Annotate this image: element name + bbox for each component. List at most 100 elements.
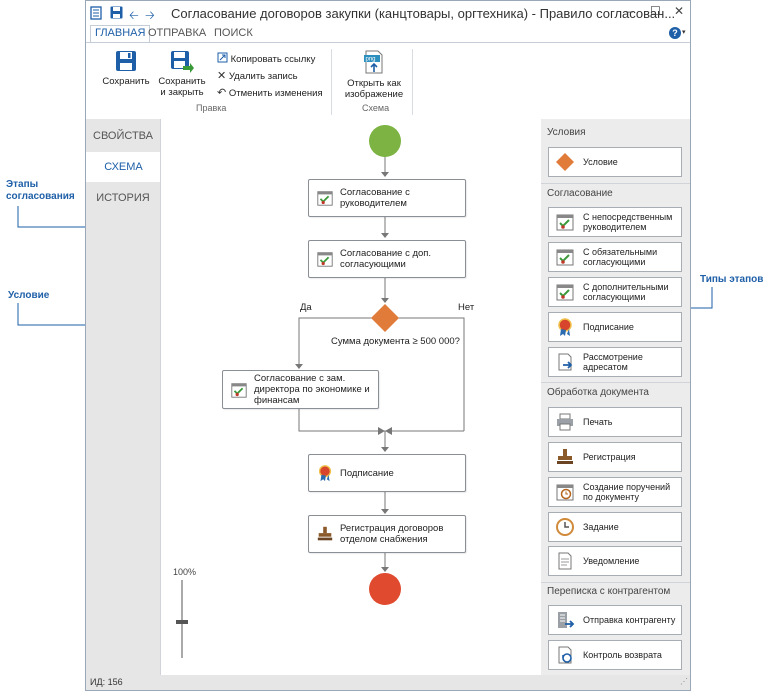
delete-record-button[interactable]: ✕ Удалить запись (217, 69, 298, 82)
stage-label: Согласование с доп. согласующими (340, 248, 432, 270)
palette-item-registration[interactable]: Регистрация (548, 442, 682, 472)
nav-history[interactable]: ИСТОРИЯ (96, 192, 150, 204)
ribbon-tabs: ГЛАВНАЯ ОТПРАВКА ПОИСК ? ▾ (86, 25, 690, 43)
palette-item-label: С обязательными согласующими (583, 247, 658, 267)
ribbon-separator (331, 49, 332, 115)
zoom-level-label: 100% (173, 567, 197, 577)
save-icon (116, 51, 136, 71)
palette-item-label: С дополнительными согласующими (583, 282, 669, 302)
palette-divider (541, 183, 690, 184)
minimize-button[interactable]: – (626, 4, 633, 18)
delete-record-label: Удалить запись (228, 71, 298, 82)
record-id: ИД: 156 (90, 677, 123, 687)
start-node[interactable] (369, 125, 401, 157)
palette-divider (541, 582, 690, 583)
palette-item-create-tasks[interactable]: Создание поручений по документу (548, 477, 682, 507)
calendar-approval-icon (556, 249, 574, 266)
nav-schema[interactable]: СХЕМА (86, 152, 161, 182)
palette-item-label: Условие (583, 157, 618, 167)
palette-item-label: С непосредственным руководителем (583, 212, 673, 232)
tab-search[interactable]: ПОИСК (214, 27, 253, 39)
calendar-approval-icon (556, 284, 574, 301)
annotation-condition: Условие (8, 290, 50, 301)
close-button[interactable]: ✕ (674, 4, 685, 18)
stage-label: Подписание (340, 467, 394, 479)
palette-section-processing: Обработка документа (547, 387, 649, 398)
palette-item-return-control[interactable]: Контроль возврата (548, 640, 682, 670)
annotation-stages: Этапы согласования (6, 179, 75, 203)
zoom-slider-handle[interactable] (176, 620, 188, 624)
seal-ribbon-icon (318, 465, 332, 482)
stage-registration[interactable]: Регистрация договоров отделом снабжения (308, 515, 466, 553)
seal-ribbon-icon (558, 318, 572, 336)
palette-section-conditions: Условия (547, 127, 586, 138)
palette-item-mandatory[interactable]: С обязательными согласующими (548, 242, 682, 272)
palette-item-label: Рассмотрение адресатом (583, 352, 643, 372)
maximize-button[interactable]: ☐ (650, 4, 661, 18)
save-close-label-1: Сохранить (158, 76, 206, 87)
open-as-image-label-2: изображение (344, 89, 404, 100)
left-navigation: СВОЙСТВА СХЕМА ИСТОРИЯ (86, 119, 161, 675)
stage-palette: Условия Условие Согласование С непосредс… (541, 119, 690, 675)
undo-icon: ↶ (217, 87, 227, 99)
palette-item-manager[interactable]: С непосредственным руководителем (548, 207, 682, 237)
palette-item-additional[interactable]: С дополнительными согласующими (548, 277, 682, 307)
group-edit-label: Правка (196, 103, 227, 113)
group-schema-label: Схема (362, 103, 390, 113)
building-arrow-icon (558, 612, 575, 628)
undo-changes-label: Отменить изменения (228, 88, 323, 99)
copy-link-label: Копировать ссылку (230, 54, 316, 65)
forward-arrow-icon[interactable]: 🡢 (145, 8, 155, 22)
stage-label: Регистрация договоров отделом снабжения (340, 523, 444, 545)
document-arrow-icon (558, 353, 573, 371)
resize-grip-icon[interactable]: ⋰ (680, 677, 688, 686)
palette-item-label: Отправка контрагенту (583, 615, 676, 625)
open-as-image-button[interactable]: png Открыть как изображение (339, 49, 409, 100)
condition-yes-label: Да (300, 302, 312, 313)
ribbon: Сохранить Сохранить и закрыть Копировать… (86, 42, 690, 120)
link-icon (217, 52, 228, 63)
save-label: Сохранить (102, 76, 150, 87)
stamp-icon (317, 526, 333, 541)
condition-diamond[interactable] (369, 302, 401, 334)
palette-section-approval: Согласование (547, 188, 613, 199)
stage-signing[interactable]: Подписание (308, 454, 466, 492)
undo-changes-button[interactable]: ↶ Отменить изменения (217, 86, 323, 99)
palette-item-print[interactable]: Печать (548, 407, 682, 437)
quick-save-icon[interactable] (110, 6, 123, 19)
ribbon-separator (412, 49, 413, 115)
condition-no-label: Нет (458, 302, 475, 313)
copy-link-button[interactable]: Копировать ссылку (217, 52, 315, 65)
save-button[interactable]: Сохранить (100, 49, 152, 87)
status-bar: ИД: 156 ⋰ (86, 675, 690, 690)
calendar-approval-icon (556, 214, 574, 231)
palette-item-review[interactable]: Рассмотрение адресатом (548, 347, 682, 377)
tab-main[interactable]: ГЛАВНАЯ (90, 25, 151, 42)
calendar-approval-icon (317, 252, 333, 267)
title-bar: 🡠 🡢 Согласование договоров закупки (канц… (86, 1, 690, 25)
palette-item-condition[interactable]: Условие (548, 147, 682, 177)
palette-item-signing[interactable]: Подписание (548, 312, 682, 342)
calendar-clock-icon (556, 484, 574, 501)
palette-item-notification[interactable]: Уведомление (548, 546, 682, 576)
tab-send[interactable]: ОТПРАВКА (148, 27, 207, 39)
calendar-approval-icon (231, 382, 247, 398)
nav-properties[interactable]: СВОЙСТВА (93, 130, 153, 142)
palette-item-send-counterparty[interactable]: Отправка контрагенту (548, 605, 682, 635)
end-node[interactable] (369, 573, 401, 605)
zoom-slider-track[interactable] (181, 580, 183, 658)
palette-item-task[interactable]: Задание (548, 512, 682, 542)
help-dropdown-icon[interactable]: ▾ (682, 29, 686, 36)
app-icon (90, 6, 102, 20)
stage-approval-additional[interactable]: Согласование с доп. согласующими (308, 240, 466, 278)
stage-approval-manager[interactable]: Согласование с руководителем (308, 179, 466, 217)
help-icon[interactable]: ? (669, 27, 681, 39)
stage-approval-deputy-director[interactable]: Согласование с зам. директора по экономи… (222, 370, 379, 409)
back-arrow-icon[interactable]: 🡠 (129, 8, 139, 22)
diagram-connectors (295, 156, 465, 572)
window-title: Согласование договоров закупки (канцтова… (171, 6, 676, 21)
save-close-button[interactable]: Сохранить и закрыть (156, 49, 208, 98)
annotation-stage-types: Типы этапов (700, 274, 764, 285)
palette-section-counterparty: Переписка с контрагентом (547, 586, 671, 597)
diagram-canvas: Согласование с руководителем Согласовани… (160, 119, 542, 675)
